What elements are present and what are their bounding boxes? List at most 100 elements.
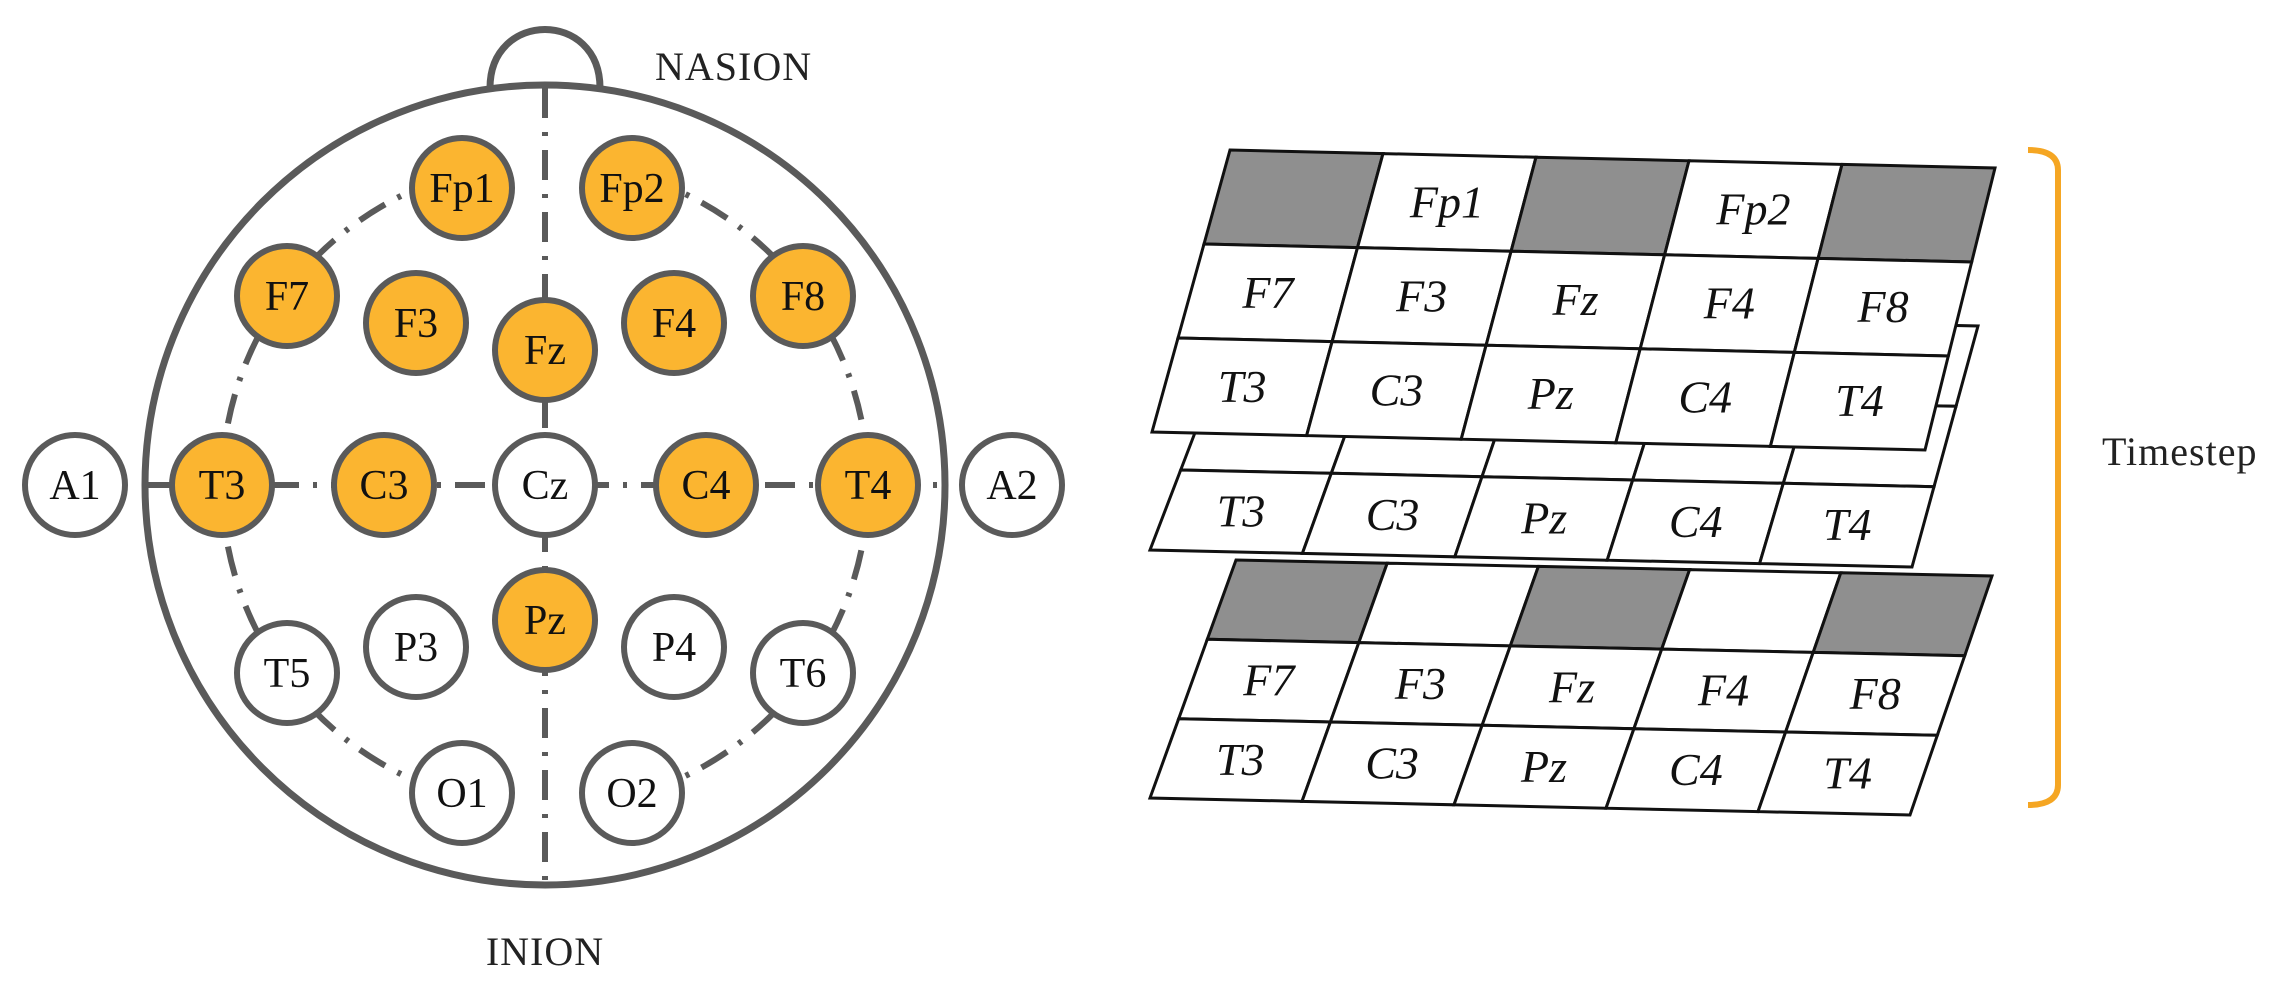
electrode-circle	[815, 432, 921, 538]
electrode-circle	[750, 620, 856, 726]
electrode-f4: F4	[621, 270, 727, 376]
electrode-pz: Pz	[492, 567, 598, 673]
grid-cell-label: T4	[1823, 499, 1872, 550]
grid-cell-empty	[1659, 568, 1843, 654]
electrode-label: F8	[781, 274, 825, 320]
grid-cell-label: C4	[1678, 372, 1732, 423]
grid-cell-label: Fz	[1548, 661, 1595, 712]
inion-label: INION	[486, 929, 604, 974]
grid-cell-label: Fz	[1552, 274, 1599, 325]
electrode-circle	[409, 740, 515, 846]
grid-cell-label: F4	[1697, 665, 1749, 716]
grid-cell-f7: F7	[1176, 242, 1360, 344]
grid-cell-shape	[1768, 350, 1951, 452]
electrode-circle	[409, 135, 515, 241]
electrode-label: Fp2	[599, 166, 664, 212]
grid-cell-fz: Fz	[1479, 644, 1664, 731]
grid-cell-shape	[1509, 155, 1691, 257]
electrode-label: C3	[359, 463, 408, 509]
electrode-label: F7	[265, 274, 309, 320]
grid-cell-label: F3	[1395, 270, 1447, 321]
electrode-circle	[363, 594, 469, 700]
grid-cell-label: T3	[1217, 486, 1266, 537]
grid-cell-pz: Pz	[1451, 723, 1636, 810]
electrode-circle	[579, 740, 685, 846]
electrode-label: Cz	[522, 463, 569, 509]
nasion-label: NASION	[655, 44, 812, 89]
electrode-label: P4	[652, 625, 696, 671]
grid-cell-label: F8	[1849, 668, 1901, 719]
grid-cell-pz: Pz	[1459, 343, 1643, 445]
grid-cell-label: Fp1	[1409, 176, 1484, 227]
electrode-circle	[492, 432, 598, 538]
electrode-f7: F7	[234, 243, 340, 349]
electrode-t5: T5	[234, 620, 340, 726]
grid-cell-shape	[1202, 148, 1385, 250]
grid-cell-empty	[1202, 148, 1385, 250]
electrode-circle	[621, 594, 727, 700]
grid-cell-fz: Fz	[1484, 249, 1667, 351]
electrode-circle	[363, 270, 469, 376]
grid-cell-shape	[1205, 558, 1390, 645]
grid-cell-t4: T4	[1755, 730, 1940, 817]
grid-cell-label: F4	[1703, 278, 1755, 329]
electrode-circle	[579, 135, 685, 241]
grid-cell-label: T3	[1218, 361, 1267, 412]
electrode-label: F4	[652, 301, 696, 347]
grid-cell-label: C4	[1669, 496, 1723, 547]
electrode-label: A1	[49, 463, 100, 509]
grid-cell-label: Pz	[1520, 492, 1567, 543]
electrode-a1: A1	[22, 432, 128, 538]
electrode-f3: F3	[363, 270, 469, 376]
electrode-circle	[959, 432, 1065, 538]
grid-cell-label: T4	[1835, 375, 1884, 426]
electrode-label: Fp1	[429, 166, 494, 212]
electrode-label: O2	[606, 771, 657, 817]
grid-cell-c4: C4	[1605, 478, 1786, 566]
grid-cell-f8: F8	[1792, 256, 1974, 358]
electrode-circle	[653, 432, 759, 538]
electrode-circle	[234, 243, 340, 349]
grid-cell-shape	[1755, 730, 1940, 817]
electrode-cz: Cz	[492, 432, 598, 538]
grid-cell-t3: T3	[1150, 336, 1335, 438]
grid-cell-f4: F4	[1638, 253, 1821, 354]
timestep-label: Timestep	[2102, 429, 2257, 474]
grid-cell-label: Fp2	[1715, 184, 1790, 235]
timestep-bracket	[2027, 147, 2061, 808]
electrode-label: C4	[681, 463, 730, 509]
grid-cell-shape	[1816, 162, 1997, 264]
electrode-c3: C3	[331, 432, 437, 538]
electrode-circle	[331, 432, 437, 538]
electrode-o1: O1	[409, 740, 515, 846]
electrode-label: F3	[394, 301, 438, 347]
electrode-circle	[234, 620, 340, 726]
electrode-label: A2	[986, 463, 1037, 509]
electrode-label: Fz	[524, 328, 566, 374]
grid-cell-shape	[1757, 481, 1936, 569]
electrode-circle	[492, 297, 598, 403]
electrode-circle	[621, 270, 727, 376]
grid-cell-t3: T3	[1147, 468, 1334, 555]
electrode-circle	[492, 567, 598, 673]
grid-cell-label: F7	[1242, 655, 1296, 706]
grid-cell-label: Pz	[1520, 741, 1567, 792]
grid-cell-empty	[1811, 571, 1995, 658]
electrode-label: O1	[436, 771, 487, 817]
electrode-label: Pz	[524, 598, 566, 644]
grid-cell-label: C3	[1365, 737, 1419, 788]
electrode-fp2: Fp2	[579, 135, 685, 241]
electrode-label: T3	[199, 463, 246, 509]
grid-cell-shape	[1659, 568, 1843, 654]
grid-cell-f8: F8	[1783, 650, 1967, 737]
electrode-fz: Fz	[492, 297, 598, 403]
electrode-circle	[169, 432, 275, 538]
grid-cell-label: C4	[1669, 744, 1723, 795]
electrode-t3: T3	[169, 432, 275, 538]
grid-cell-fp1: Fp1	[1355, 152, 1538, 253]
grid-cell-f4: F4	[1631, 647, 1816, 734]
grid-cell-f7: F7	[1176, 637, 1361, 724]
